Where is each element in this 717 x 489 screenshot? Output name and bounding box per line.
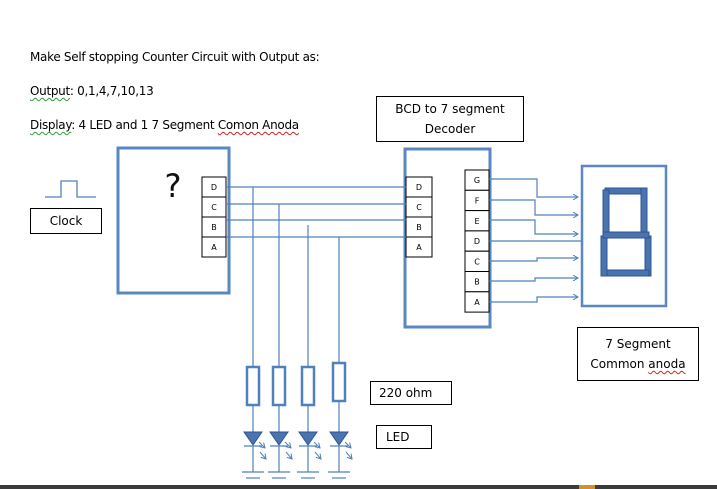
led-1-icon — [243, 431, 263, 446]
decoder-output-pin-b-box — [464, 271, 490, 293]
display-value-misspelled: Comon Anoda — [217, 118, 299, 132]
resistor-1-icon — [245, 365, 261, 407]
seven-segment-label-line1: 7 Segment — [605, 337, 671, 351]
segment-b — [640, 187, 648, 236]
seven-segment-display — [580, 164, 668, 308]
taskbar-indicator — [579, 485, 595, 489]
counter-pin-a-label: A — [211, 243, 217, 252]
counter-pin-a-box — [201, 236, 227, 258]
led-2-light-arrow-1 — [284, 441, 291, 448]
clock-label: Clock — [30, 208, 102, 234]
led-2-light-arrow-2 — [285, 451, 292, 459]
segment-a — [604, 187, 648, 195]
counter-pin-d-box — [201, 176, 227, 198]
display-label: Display — [30, 118, 72, 132]
segment-wire-g-0 — [489, 178, 578, 197]
segment-wire-a-6 — [489, 297, 578, 303]
counter-pin-c-label: C — [211, 203, 217, 212]
counter-pin-b-label: B — [211, 223, 217, 232]
led-1-light-arrow-1 — [258, 441, 265, 448]
led-4-light-arrow-2 — [345, 451, 352, 459]
decoder-output-pin-a-label: A — [474, 298, 480, 307]
decoder-output-pin-f-label: F — [475, 196, 480, 205]
decoder-output-pin-b-label: B — [474, 278, 480, 287]
output-line: Output: 0,1,4,7,10,13 — [30, 84, 154, 98]
segment-g — [602, 231, 650, 239]
counter-pin-b-box — [201, 216, 227, 238]
counter-pin-d-label: D — [211, 183, 217, 192]
segment-c — [644, 235, 652, 277]
led-2-icon — [269, 431, 289, 446]
seven-segment-label-line2: Common anoda — [590, 357, 686, 371]
decoder-output-pin-c-label: C — [474, 257, 480, 266]
output-label: Output — [30, 84, 70, 98]
decoder-input-pin-a-box — [405, 236, 433, 258]
decoder-input-pin-b-box — [405, 216, 433, 238]
led-4-light-arrow-1 — [344, 441, 351, 448]
led-4-icon — [329, 431, 349, 446]
segment-wire-b-5 — [489, 278, 578, 282]
problem-title: Make Self stopping Counter Circuit with … — [30, 50, 320, 64]
counter-pin-c-box — [201, 196, 227, 218]
decoder-output-pin-g-box — [464, 169, 490, 191]
decoder-input-pin-d-box — [405, 176, 433, 198]
counter-unknown-symbol: ? — [165, 167, 182, 205]
decoder-output-pin-f-box — [464, 189, 490, 212]
seven-segment-label: 7 Segment Common anoda — [577, 327, 699, 381]
display-line: Display: 4 LED and 1 7 Segment Comon Ano… — [30, 118, 299, 132]
decoder-input-pin-b-label: B — [416, 223, 422, 232]
decoder-title: BCD to 7 segment Decoder — [376, 96, 524, 142]
decoder-output-pin-g-label: G — [474, 176, 480, 185]
decoder-title-line1: BCD to 7 segment — [395, 102, 505, 116]
segment-wire-c-4 — [489, 258, 578, 262]
resistor-4-icon — [331, 361, 347, 403]
decoder-output-pin-e-label: E — [474, 217, 479, 226]
decoder-input-pin-c-box — [405, 196, 433, 218]
decoder-output-pin-d-d-box — [464, 230, 490, 252]
display-value: : 4 LED and 1 7 Segment — [71, 118, 218, 132]
decoder-input-pin-a-label: A — [416, 243, 422, 252]
counter-block — [116, 146, 231, 295]
decoder-output-pin-a-box — [464, 291, 490, 313]
decoder-output-pin-c-box — [464, 250, 490, 272]
decoder-output-pin-d-d-label: D — [474, 237, 480, 246]
resistor-2-icon — [271, 365, 287, 407]
segment-f — [602, 189, 610, 235]
segment-wire-e-2 — [489, 219, 578, 234]
led-3-light-arrow-1 — [313, 441, 320, 448]
resistor-3-icon — [300, 365, 316, 407]
decoder-output-pin-e-box — [464, 210, 490, 232]
decoder-title-line2: Decoder — [424, 122, 476, 136]
led-3-light-arrow-2 — [314, 451, 321, 459]
taskbar — [0, 485, 717, 489]
decoder-input-pin-d-label: D — [416, 183, 422, 192]
decoder-block — [403, 147, 492, 329]
segment-d — [600, 269, 650, 277]
segment-e — [600, 235, 608, 277]
decoder-input-pin-c-label: C — [416, 203, 422, 212]
led-1-light-arrow-2 — [259, 451, 266, 459]
resistor-label: 220 ohm — [370, 381, 452, 405]
segment-wire-f-1 — [489, 199, 578, 215]
clock-waveform-icon — [45, 180, 96, 198]
led-label: LED — [376, 425, 432, 449]
led-3-icon — [298, 431, 318, 446]
output-value: : 0,1,4,7,10,13 — [69, 84, 154, 98]
